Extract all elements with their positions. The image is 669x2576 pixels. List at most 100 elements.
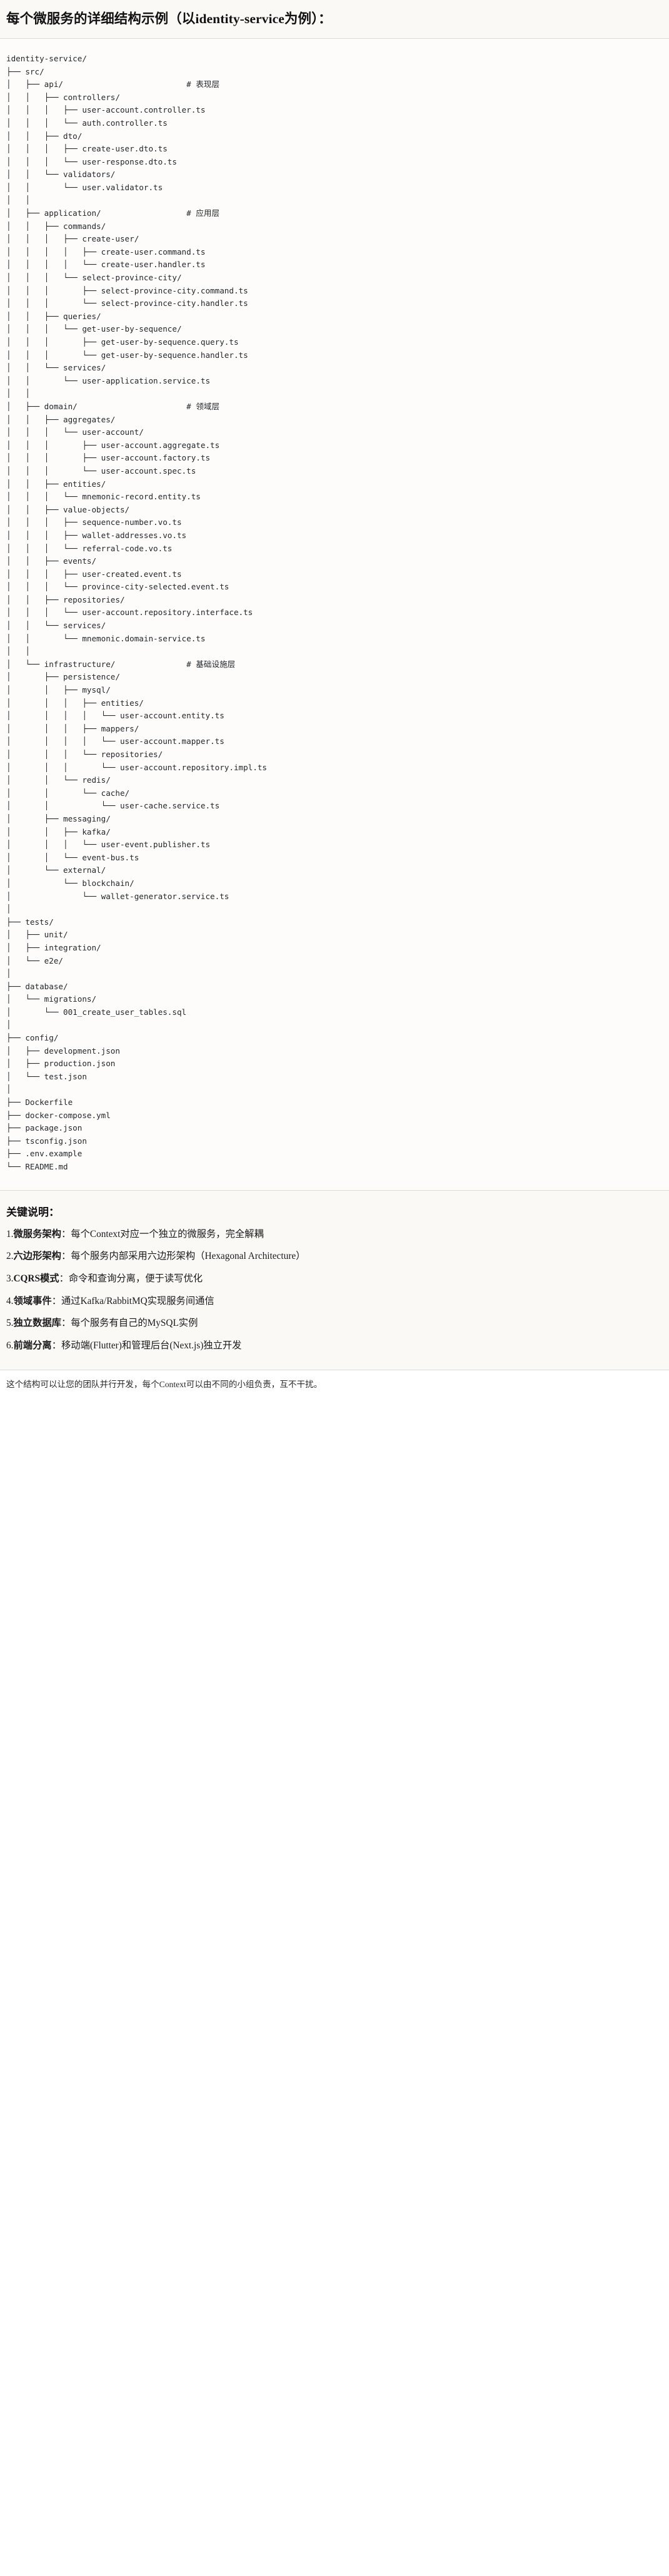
tree-line: │ [6,969,11,979]
tree-line: │ │ └── redis/ [6,775,111,785]
tree-line: ├── src/ [6,66,44,76]
key-notes-title: 关键说明： [6,1206,59,1218]
tree-line: │ │ ├── mysql/ [6,685,111,695]
tree-line: │ │ └── user-cache.service.ts [6,801,220,811]
key-note-lead: CQRS模式 [13,1273,59,1284]
key-note-item: 3.CQRS模式：命令和查询分离，便于读写优化 [6,1271,663,1286]
key-note-item: 1.微服务架构：每个Context对应一个独立的微服务，完全解耦 [6,1227,663,1242]
tree-line: │ │ │ ├── entities/ [6,698,144,708]
tree-line: │ [6,1084,11,1094]
tree-line: │ │ │ ├── mappers/ [6,723,139,733]
tree-line: │ │ │ └── user-account/ [6,427,144,437]
tree-line: │ │ ├── controllers/ [6,92,120,102]
tree-line: │ │ │ ├── user-account.aggregate.ts [6,440,220,450]
tree-line: │ │ │ └── mnemonic-record.entity.ts [6,492,201,502]
tree-line: │ │ │ └── select-province-city.handler.t… [6,298,248,308]
tree-line: │ │ ├── kafka/ [6,827,111,837]
tree-line: │ │ │ │ ├── create-user.command.ts [6,247,206,257]
tree-line: ├── config/ [6,1033,59,1043]
tree-line: │ │ │ ├── user-account.controller.ts [6,105,206,115]
directory-tree: identity-service/ ├── src/ │ ├── api/ # 表现… [6,53,663,1174]
tree-line: │ │ │ ├── create-user/ [6,234,139,244]
key-note-index: 5. [6,1318,14,1329]
tree-line: │ └── blockchain/ [6,878,134,888]
tree-line: │ ├── development.json [6,1046,120,1056]
directory-tree-band: identity-service/ ├── src/ │ ├── api/ # 表现… [0,38,669,1191]
key-note-body: ：命令和查询分离，便于读写优化 [59,1273,203,1284]
tree-line: │ ├── production.json [6,1059,116,1069]
tree-line: └── README.md [6,1162,68,1171]
footer-band: 这个结构可以让您的团队并行开发，每个Context可以由不同的小组负责，互不干扰… [0,1370,669,1402]
tree-line: │ [6,1020,11,1030]
tree-line: ├── database/ [6,981,68,991]
key-note-item: 2.六边形架构：每个服务内部采用六边形架构（Hexagonal Architec… [6,1249,663,1264]
key-note-body: ：通过Kafka/RabbitMQ实现服务间通信 [51,1295,214,1306]
tree-line: │ │ │ └── select-province-city/ [6,273,182,283]
tree-line: │ ├── api/ # 表现层 [6,79,220,89]
tree-line: │ │ │ └── referral-code.vo.ts [6,543,173,553]
key-note-index: 3. [6,1273,14,1284]
tree-line: │ │ │ └── get-user-by-sequence/ [6,324,182,334]
tree-line: │ │ │ └── user-event.publisher.ts [6,840,211,850]
tree-line: │ │ │ ├── select-province-city.command.t… [6,285,248,295]
tree-line: │ │ └── user.validator.ts [6,182,163,192]
key-notes-list: 1.微服务架构：每个Context对应一个独立的微服务，完全解耦 2.六边形架构：… [6,1227,663,1353]
key-note-index: 1. [6,1228,14,1240]
tree-line: │ └── migrations/ [6,994,97,1004]
key-note-lead: 微服务架构 [13,1228,61,1240]
tree-line: │ │ │ ├── create-user.dto.ts [6,144,168,154]
tree-line: │ │ ├── repositories/ [6,594,125,604]
tree-line: │ │ │ │ └── create-user.handler.ts [6,260,206,270]
tree-line: │ │ │ ├── sequence-number.vo.ts [6,517,182,527]
footer-note: 这个结构可以让您的团队并行开发，每个Context可以由不同的小组负责，互不干扰… [6,1379,323,1389]
tree-line: │ │ [6,389,30,399]
key-note-body: ：每个服务内部采用六边形架构（Hexagonal Architecture） [61,1251,306,1262]
tree-line: │ └── external/ [6,865,106,875]
tree-line: │ └── e2e/ [6,955,63,965]
tree-line: │ │ ├── aggregates/ [6,414,116,424]
key-note-item: 4.领域事件：通过Kafka/RabbitMQ实现服务间通信 [6,1294,663,1309]
tree-line: │ │ │ └── province-city-selected.event.t… [6,582,229,592]
tree-line: │ ├── persistence/ [6,672,120,682]
tree-line: │ │ [6,195,30,205]
key-notes-band: 关键说明： 1.微服务架构：每个Context对应一个独立的微服务，完全解耦 2.… [0,1190,669,1370]
tree-line: │ │ │ └── user-account.spec.ts [6,466,196,476]
tree-line: │ │ └── cache/ [6,788,130,798]
tree-line: │ ├── integration/ [6,942,101,952]
page-title: 每个微服务的详细结构示例（以identity-service为例）： [6,11,332,26]
tree-line: │ │ ├── value-objects/ [6,504,130,514]
key-note-item: 5.独立数据库：每个服务有自己的MySQL实例 [6,1316,663,1331]
tree-line: │ └── wallet-generator.service.ts [6,891,229,901]
tree-line: │ └── infrastructure/ # 基础设施层 [6,659,236,669]
tree-line: │ └── 001_create_user_tables.sql [6,1007,187,1017]
key-note-index: 6. [6,1340,14,1352]
key-note-lead: 独立数据库 [13,1318,61,1329]
tree-line: │ │ └── services/ [6,363,106,373]
tree-line: │ │ └── services/ [6,621,106,631]
tree-line: │ └── test.json [6,1071,87,1081]
tree-line: │ │ └── event-bus.ts [6,852,139,862]
tree-line: ├── package.json [6,1123,83,1133]
key-note-item: 6.前端分离：移动端(Flutter)和管理后台(Next.js)独立开发 [6,1338,663,1353]
key-note-body: ：每个Context对应一个独立的微服务，完全解耦 [61,1228,264,1240]
header-band: 每个微服务的详细结构示例（以identity-service为例）： [0,0,669,39]
tree-line: │ ├── application/ # 应用层 [6,208,220,218]
tree-line: │ │ │ ├── user-account.factory.ts [6,453,211,463]
tree-line: identity-service/ [6,53,87,63]
tree-line: │ │ └── user-application.service.ts [6,375,211,385]
tree-line: │ ├── unit/ [6,930,68,940]
tree-line: │ │ │ └── user-account.repository.impl.t… [6,762,268,772]
page-root: 每个微服务的详细结构示例（以identity-service为例）： ident… [0,0,669,1402]
tree-line: ├── .env.example [6,1149,83,1159]
tree-line: ├── tests/ [6,917,54,927]
tree-line: │ │ ├── events/ [6,556,97,566]
tree-line: │ ├── messaging/ [6,813,111,823]
tree-line: │ │ └── validators/ [6,170,116,180]
tree-line: │ │ ├── commands/ [6,221,106,231]
tree-line: │ │ │ └── user-account.repository.interf… [6,608,253,618]
tree-line: ├── Dockerfile [6,1097,73,1107]
tree-line: ├── docker-compose.yml [6,1110,111,1120]
tree-line: │ │ ├── entities/ [6,479,106,489]
key-note-body: ：每个服务有自己的MySQL实例 [61,1318,198,1329]
tree-line: │ ├── domain/ # 领域层 [6,401,220,411]
